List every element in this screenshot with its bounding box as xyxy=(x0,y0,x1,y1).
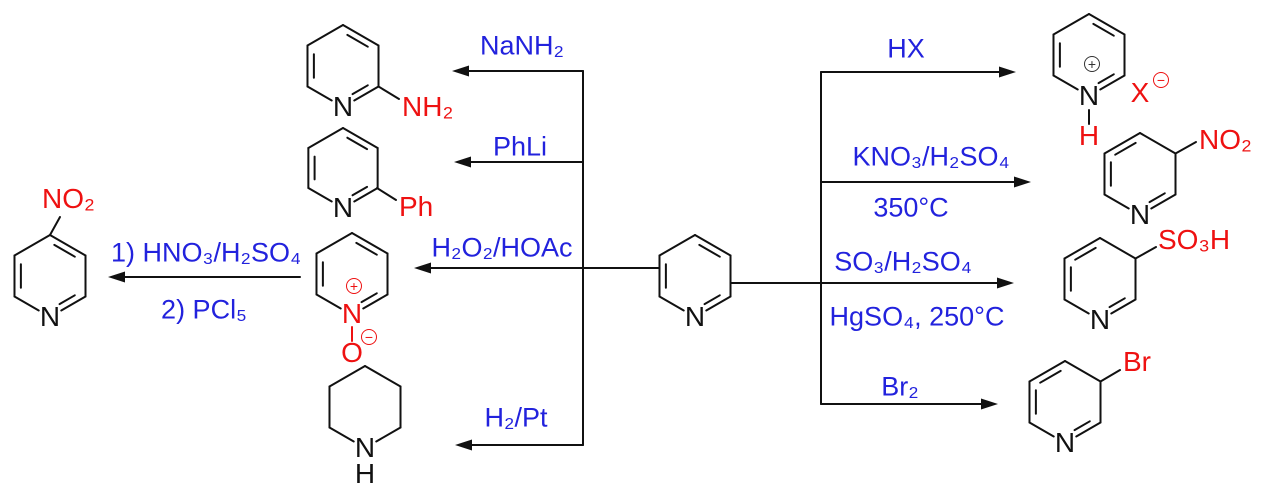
amine-substituent-label: NH₂ xyxy=(402,91,454,122)
reagent-nanh2: NaNH₂ xyxy=(480,30,564,61)
reagent-phli: PhLi xyxy=(492,131,548,162)
sulfo-substituent-label: SO₃H xyxy=(1158,224,1231,255)
arrow-h2-pt xyxy=(455,439,584,451)
pyridine-ring xyxy=(658,234,732,312)
reagent-kno3-h2so4: KNO₃/H₂SO₄ xyxy=(852,141,1010,172)
pyridinium-ring xyxy=(1052,13,1126,91)
pyridine-n-oxide-ring xyxy=(315,232,389,310)
2-aminopyridine-ring xyxy=(306,24,380,102)
arrow-nanh2 xyxy=(452,65,584,77)
sulfopyridine-n-label: N xyxy=(1089,304,1111,335)
arrow-so3-h2so4 xyxy=(820,277,1014,289)
halide-counterion-x-label: X xyxy=(1130,77,1150,108)
phenyl-substituent-label: Ph xyxy=(399,191,434,222)
piperidine-n-label: N xyxy=(354,432,376,463)
pyridine-3-sulfonic-ring xyxy=(1063,237,1137,315)
2-phenylpyridine-ring xyxy=(307,127,379,203)
arrow-hno3-pcl5 xyxy=(108,271,301,283)
bromopyridine-n-label: N xyxy=(1054,427,1076,458)
pyridinium-h-label: H xyxy=(1078,120,1100,151)
4-nitropyridine-ring xyxy=(13,234,87,312)
nitropyridine4-n-label: N xyxy=(39,301,61,332)
n-oxide-o-label: O xyxy=(341,337,363,368)
piperidine-ring xyxy=(328,365,402,443)
condition-350c: 350°C xyxy=(873,192,949,223)
reagent-br2: Br₂ xyxy=(881,371,919,402)
n-oxide-minus-charge: − xyxy=(361,329,377,345)
pyridinium-plus-charge: + xyxy=(1084,56,1100,72)
3-bromopyridine-ring xyxy=(1028,360,1102,438)
arrow-br2 xyxy=(820,398,998,410)
bromo-substituent-label: Br xyxy=(1123,346,1151,377)
reagent-h2-pt: H₂/Pt xyxy=(484,402,548,433)
condition-hgso4-250c: HgSO₄, 250°C xyxy=(829,301,1005,332)
reagent-hno3-h2so4-step1: 1) HNO₃/H₂SO₄ xyxy=(110,237,302,268)
substituent-bonds xyxy=(49,85,1197,383)
arrow-phli xyxy=(454,156,584,168)
halide-minus-charge: − xyxy=(1153,72,1169,88)
aminopyridine-n-label: N xyxy=(332,91,354,122)
pyridinium-n-label: N xyxy=(1078,80,1100,111)
n-oxide-plus-charge: + xyxy=(346,278,362,294)
phenylpyridine-n-label: N xyxy=(332,192,354,223)
arrow-h2o2-hoac xyxy=(414,262,661,274)
3-nitropyridine-ring xyxy=(1103,132,1177,210)
nitropyridine3-n-label: N xyxy=(1129,199,1151,230)
reagent-so3-h2so4: SO₃/H₂SO₄ xyxy=(834,246,972,277)
reagent-pcl5-step2: 2) PCl₅ xyxy=(161,294,247,325)
arrow-hx xyxy=(820,66,1016,78)
nitro3-substituent-label: NO₂ xyxy=(1199,124,1252,155)
arrow-kno3-h2so4 xyxy=(820,176,1031,188)
piperidine-h-label: H xyxy=(354,458,376,489)
pyridine-n-label: N xyxy=(684,301,706,332)
reagent-h2o2-hoac: H₂O₂/HOAc xyxy=(431,232,573,263)
reagent-hx: HX xyxy=(887,33,925,64)
n-oxide-n-label: N xyxy=(341,298,363,329)
nitro4-substituent-label: NO₂ xyxy=(42,183,95,214)
